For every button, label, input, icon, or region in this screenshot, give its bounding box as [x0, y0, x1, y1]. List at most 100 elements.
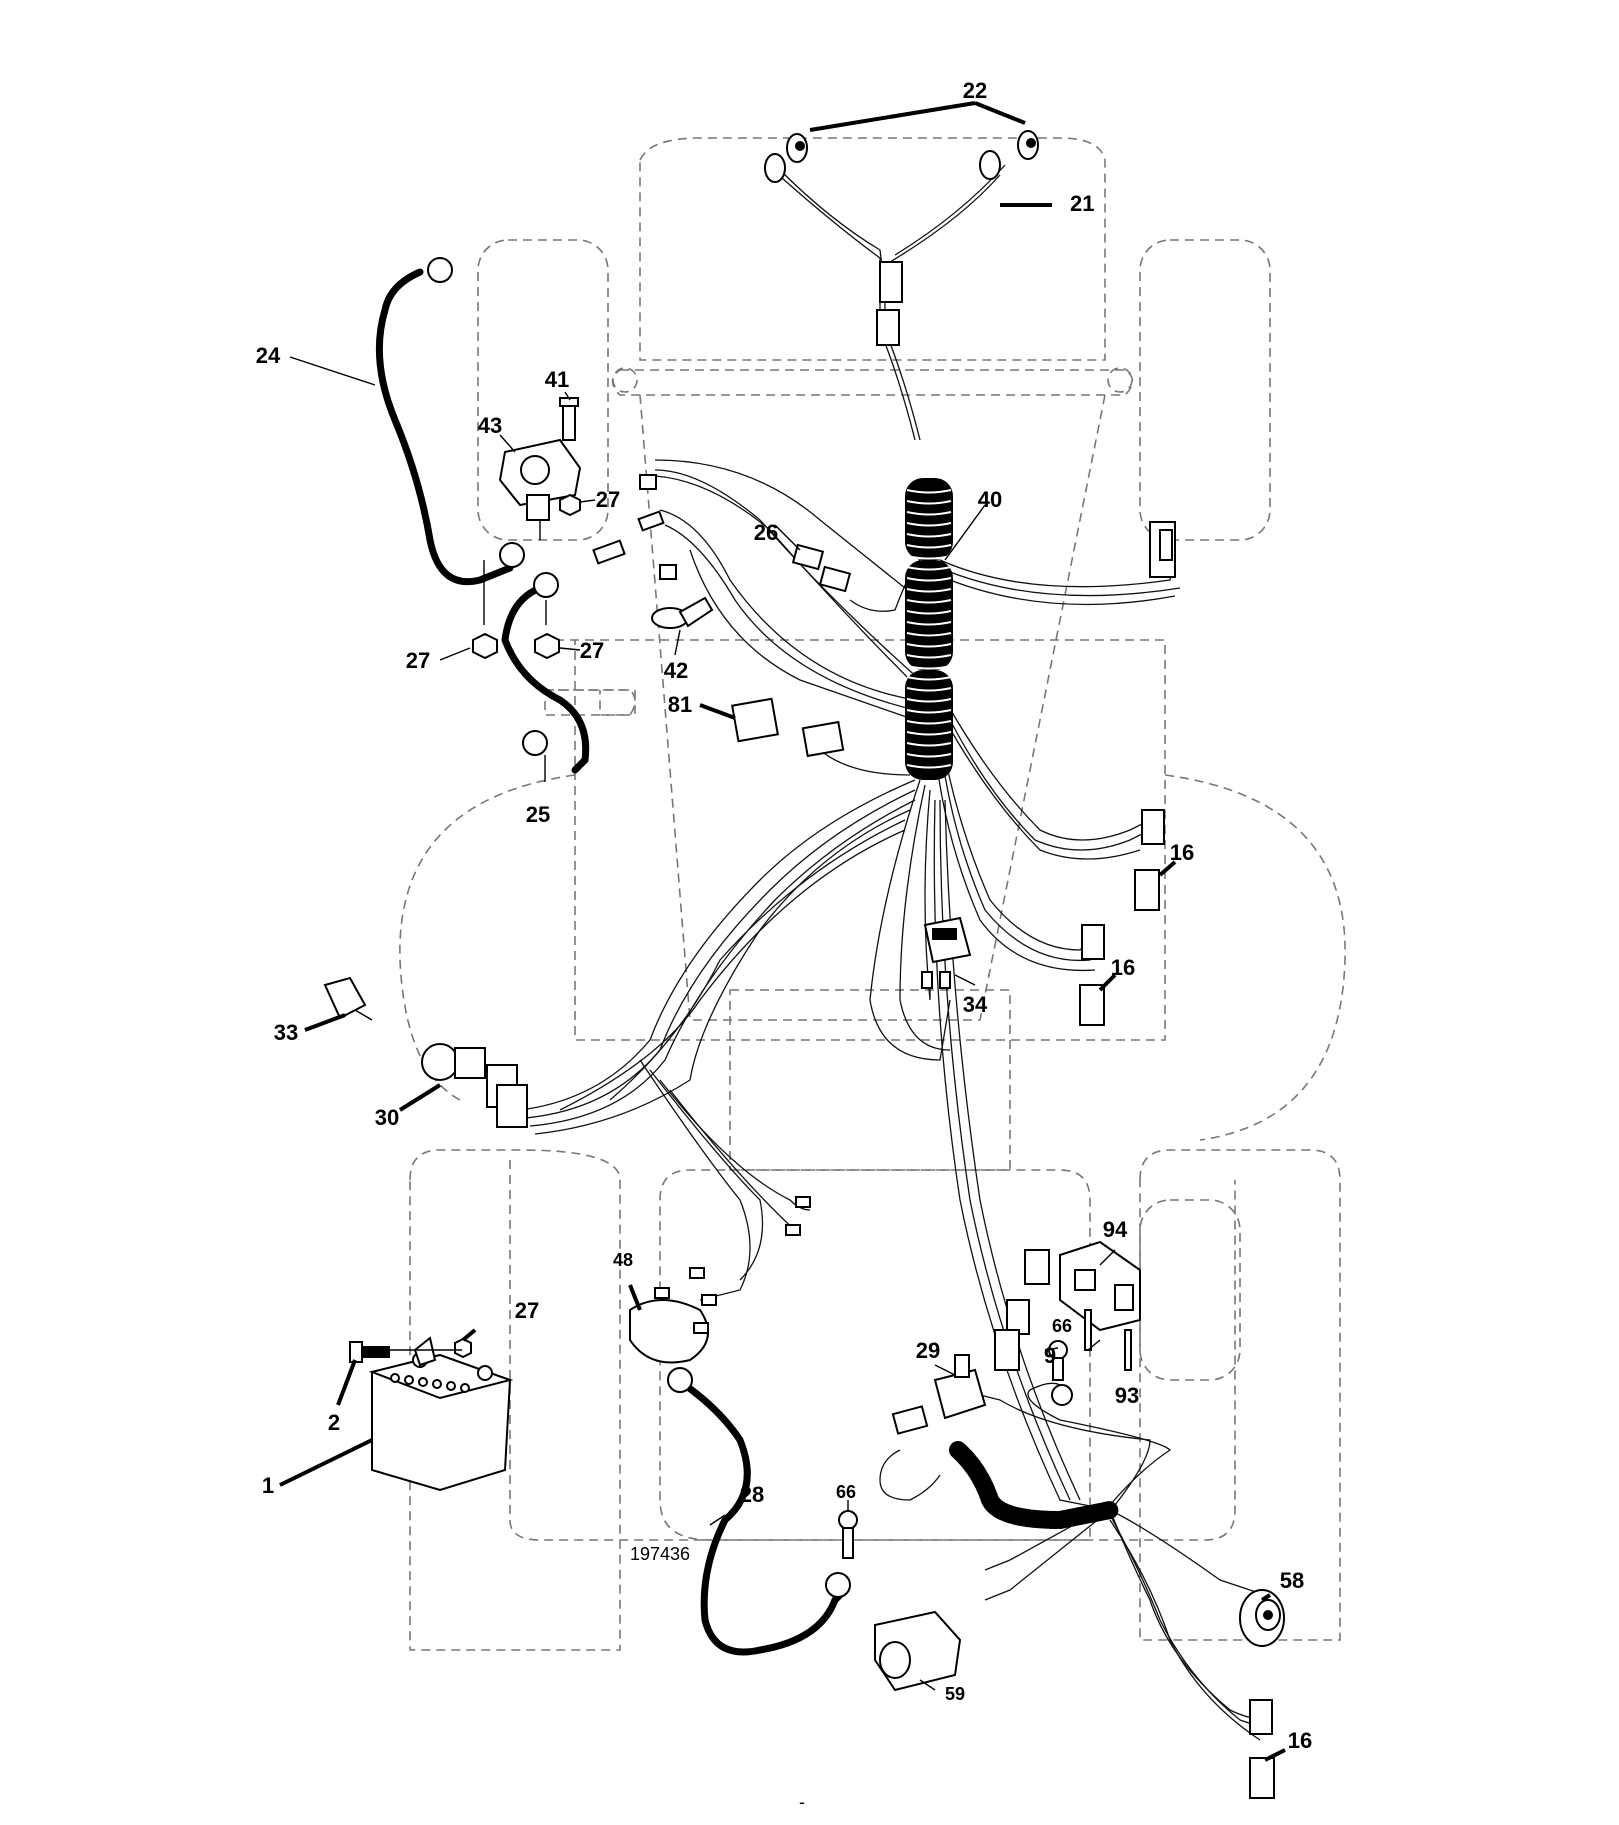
terminal-group-48 — [629, 1196, 811, 1364]
footer-mark: - — [799, 1792, 805, 1812]
boot-42 — [651, 596, 714, 629]
cable-24-ring-terminal — [427, 257, 453, 283]
callout-27-battery: 27 — [515, 1298, 539, 1323]
bolt-66-lower — [838, 1510, 858, 1559]
loom-ridge — [906, 599, 952, 604]
loom-ridge — [906, 676, 952, 681]
connector-16-lower — [1249, 1699, 1275, 1799]
callout-1: 1 — [262, 1473, 274, 1498]
callout-94: 94 — [1103, 1217, 1128, 1242]
callout-28: 28 — [740, 1482, 764, 1507]
callout-21: 21 — [1070, 191, 1094, 216]
harness-connector-top — [876, 261, 903, 346]
loom-ridge — [906, 489, 952, 494]
callout-leaders — [279, 101, 1286, 1762]
loom-ridge — [906, 687, 952, 692]
loom-ridge — [906, 621, 952, 626]
callout-59: 59 — [945, 1684, 965, 1704]
loom-ridge — [906, 500, 952, 505]
callout-58: 58 — [1280, 1568, 1304, 1593]
switch-94 — [1059, 1240, 1141, 1332]
bolt-41 — [559, 397, 579, 441]
relay-81 — [731, 697, 845, 758]
solenoid-43 — [498, 438, 582, 540]
loom-ridge — [906, 654, 952, 659]
callout-9: 9 — [1044, 1343, 1056, 1368]
battery-cable-24 — [375, 268, 514, 586]
ring-terminal-66 — [1051, 1384, 1073, 1406]
callout-81: 81 — [668, 692, 692, 717]
cable-28-lower-ring — [825, 1572, 851, 1598]
cable-28-upper-ring — [667, 1367, 693, 1393]
cable-25 — [501, 584, 590, 774]
fuse-holder — [592, 510, 665, 565]
drawing-number: 197436 — [630, 1544, 690, 1564]
callout-26: 26 — [754, 520, 778, 545]
loom-ridge — [906, 566, 952, 571]
cable-24-lower-ring — [499, 542, 525, 568]
nut-27-upper — [559, 493, 581, 517]
ignition-switch-30 — [421, 1043, 528, 1128]
lower-loom — [949, 1441, 1119, 1530]
loom-ridge — [906, 764, 952, 769]
loom-ridge — [906, 731, 952, 736]
callout-16-middle: 16 — [1111, 955, 1135, 980]
key-33 — [323, 976, 373, 1021]
connector-9 — [994, 1249, 1050, 1371]
wiring-harness — [519, 164, 1271, 1741]
callout-22: 22 — [963, 78, 987, 103]
loom-ridge — [906, 522, 952, 527]
wire-loom — [905, 478, 953, 780]
ignition-module-59 — [874, 1610, 962, 1692]
connector-16-upper — [1134, 809, 1165, 911]
nut-27-battery — [454, 1337, 472, 1359]
callout-30: 30 — [375, 1105, 399, 1130]
loom-ridge — [906, 632, 952, 637]
battery-cap — [446, 1381, 456, 1391]
connector-16-middle — [1079, 924, 1105, 1026]
battery-1 — [368, 1352, 514, 1492]
loom-ridge — [906, 753, 952, 758]
callout-66-upper: 66 — [1052, 1316, 1072, 1336]
switch-29 — [891, 1354, 987, 1435]
callout-48: 48 — [613, 1250, 633, 1270]
callout-42: 42 — [664, 658, 688, 683]
battery-cap — [404, 1375, 414, 1385]
screw-66-upper — [1048, 1340, 1068, 1381]
switch-34 — [921, 916, 972, 989]
loom-ridge — [906, 511, 952, 516]
callout-25: 25 — [526, 802, 550, 827]
callout-41: 41 — [545, 367, 569, 392]
battery-cap — [418, 1377, 428, 1387]
callout-27-left: 27 — [406, 648, 430, 673]
loom-ridge — [906, 643, 952, 648]
nut-27-right — [534, 632, 560, 660]
cable-25-upper-ring — [533, 572, 559, 598]
loom-ridge — [906, 698, 952, 703]
callout-27-upper: 27 — [596, 487, 620, 512]
loom-ridge — [906, 720, 952, 725]
nut-27-left — [472, 632, 498, 660]
loom-ridge — [906, 610, 952, 615]
bolt-2 — [349, 1341, 390, 1363]
connector-right-top — [1149, 521, 1176, 578]
loom-ridge — [906, 588, 952, 593]
callout-34: 34 — [963, 992, 988, 1017]
headlight-left — [764, 133, 808, 183]
battery-cap — [390, 1373, 400, 1383]
callout-16-upper: 16 — [1170, 840, 1194, 865]
callout-29: 29 — [916, 1338, 940, 1363]
callout-2: 2 — [328, 1410, 340, 1435]
loom-ridge — [906, 544, 952, 549]
callout-33: 33 — [274, 1020, 298, 1045]
battery-cap — [460, 1383, 470, 1393]
callout-16-lower: 16 — [1288, 1728, 1312, 1753]
callout-40: 40 — [978, 487, 1002, 512]
sensor-58 — [1239, 1589, 1285, 1647]
callout-43: 43 — [478, 413, 502, 438]
connector-26 — [791, 543, 852, 593]
ground-cable-28 — [681, 1381, 849, 1656]
headlight-right — [979, 130, 1039, 180]
battery-cap — [432, 1379, 442, 1389]
